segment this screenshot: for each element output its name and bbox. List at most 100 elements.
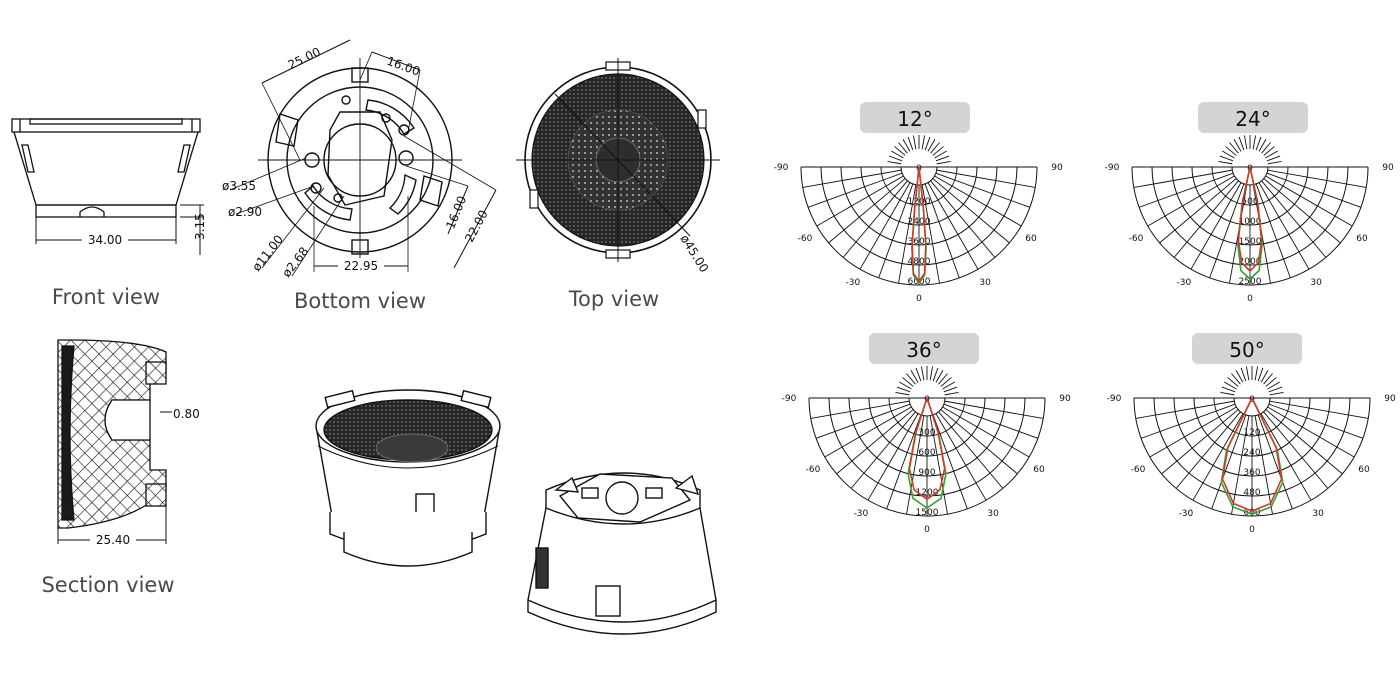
polar-spoke (824, 406, 912, 458)
polar-spoke (1140, 403, 1236, 439)
polar-upper-tick (1235, 370, 1244, 383)
polar-spoke (921, 184, 940, 284)
section-2540-dim: 25.40 (96, 533, 130, 547)
radial-tick-label: 4800 (908, 257, 931, 267)
polar-upper-tick (1267, 381, 1280, 390)
lens-3d-back-render (527, 472, 717, 635)
radial-tick-label: 600 (1243, 508, 1260, 518)
polar-spoke (906, 415, 925, 515)
polar-spoke (938, 411, 1004, 489)
polar-upper-tick (1257, 367, 1264, 382)
beam-angle-badge (869, 333, 979, 364)
polar-spoke (1265, 175, 1353, 227)
polar-upper-tick (921, 366, 925, 381)
front-view-caption: Front view (52, 285, 160, 309)
polar-upper-tick (942, 381, 955, 390)
polar-spoke (1209, 183, 1245, 279)
angle-tick-label: 0 (1249, 525, 1255, 535)
polar-upper-tick (929, 366, 933, 381)
polar-spoke (842, 180, 908, 258)
radial-tick-label: 1200 (916, 488, 939, 498)
section-view-drawing (57, 339, 172, 544)
angle-tick-label: 0 (1247, 294, 1253, 304)
polar-spoke (1173, 180, 1239, 258)
polar-upper-tick (910, 370, 919, 383)
angle-tick-label: 30 (987, 509, 999, 519)
polar-spoke (816, 175, 904, 227)
polar-upper-tick (1233, 139, 1242, 152)
polar-upper-tick (1263, 373, 1273, 385)
polar-upper-tick (932, 146, 944, 156)
dim-bg (338, 258, 384, 272)
polar-spoke (1261, 180, 1327, 258)
bottom-view-caption: Bottom view (294, 289, 426, 313)
bottom-16-top-dim: 16.00 (385, 54, 422, 79)
radial-tick-label: 600 (918, 448, 935, 458)
polar-upper-tick (899, 381, 912, 390)
polar-spoke (886, 414, 922, 510)
polar-spoke (924, 183, 960, 279)
polar-upper-tick (1268, 386, 1283, 393)
polar-spoke (927, 182, 979, 270)
angle-tick-label: -30 (1177, 278, 1192, 288)
front-height-dim: 3.15 (193, 213, 207, 240)
beam-angle-badge (1198, 102, 1308, 133)
angle-tick-label: 60 (1033, 465, 1045, 475)
polar-upper-tick (1229, 142, 1239, 154)
angle-tick-label: -90 (1107, 394, 1122, 404)
polar-upper-tick (936, 161, 951, 165)
lens-3d-front-render (315, 389, 501, 567)
angle-tick-label: 30 (1312, 509, 1324, 519)
polar-spoke (935, 172, 1031, 208)
polar-upper-tick (921, 135, 925, 150)
polar-upper-tick (924, 136, 931, 151)
polar-upper-tick (1244, 135, 1248, 150)
polar-spoke (1258, 182, 1310, 270)
radial-tick-label: 1500 (916, 508, 939, 518)
angle-tick-label: 90 (1382, 163, 1394, 173)
polar-spoke (1190, 182, 1242, 270)
beam-angle-badge (860, 102, 970, 133)
radial-tick-label: 120 (1243, 428, 1260, 438)
polar-spoke (935, 413, 987, 501)
polar-spoke (836, 409, 914, 475)
radial-tick-label: 2000 (1239, 257, 1262, 267)
polar-upper-tick (915, 367, 922, 382)
polar-upper-tick (1252, 135, 1256, 150)
radial-tick-label: 240 (1243, 448, 1260, 458)
angle-tick-label: 30 (1310, 278, 1322, 288)
polar-upper-tick (894, 146, 906, 156)
polar-upper-tick (938, 373, 948, 385)
radial-tick-label: 900 (918, 468, 935, 478)
polar-spoke (1138, 172, 1234, 208)
polar-upper-tick (940, 377, 952, 387)
angle-tick-label: 60 (1358, 465, 1370, 475)
polar-spoke (1175, 411, 1241, 489)
radial-tick-label: 1500 (1239, 237, 1262, 247)
polar-spoke (929, 415, 948, 515)
polar-spoke (1263, 178, 1341, 244)
angle-tick-label: -90 (774, 163, 789, 173)
beam-angle-label: 36° (906, 338, 941, 362)
polar-spoke (1254, 415, 1273, 515)
polar-upper-tick (1227, 377, 1239, 387)
radial-tick-label: 480 (1243, 488, 1260, 498)
polar-spoke (936, 169, 1036, 188)
polar-spoke (1260, 413, 1312, 501)
radial-tick-label: 3600 (908, 237, 931, 247)
angle-tick-label: 60 (1025, 234, 1037, 244)
polar-upper-tick (888, 155, 903, 162)
angle-tick-label: 90 (1059, 394, 1071, 404)
polar-upper-tick (896, 386, 911, 393)
polar-spoke (944, 400, 1044, 419)
polar-spoke (1257, 414, 1293, 510)
angle-tick-label: -90 (1105, 163, 1120, 173)
dim-bg (90, 532, 136, 546)
bottom-2295-dim: 22.95 (344, 259, 378, 273)
angle-tick-label: -60 (1131, 465, 1146, 475)
angle-tick-label: -60 (1129, 234, 1144, 244)
polar-upper-tick (907, 136, 914, 151)
polar-spoke (940, 409, 1018, 475)
